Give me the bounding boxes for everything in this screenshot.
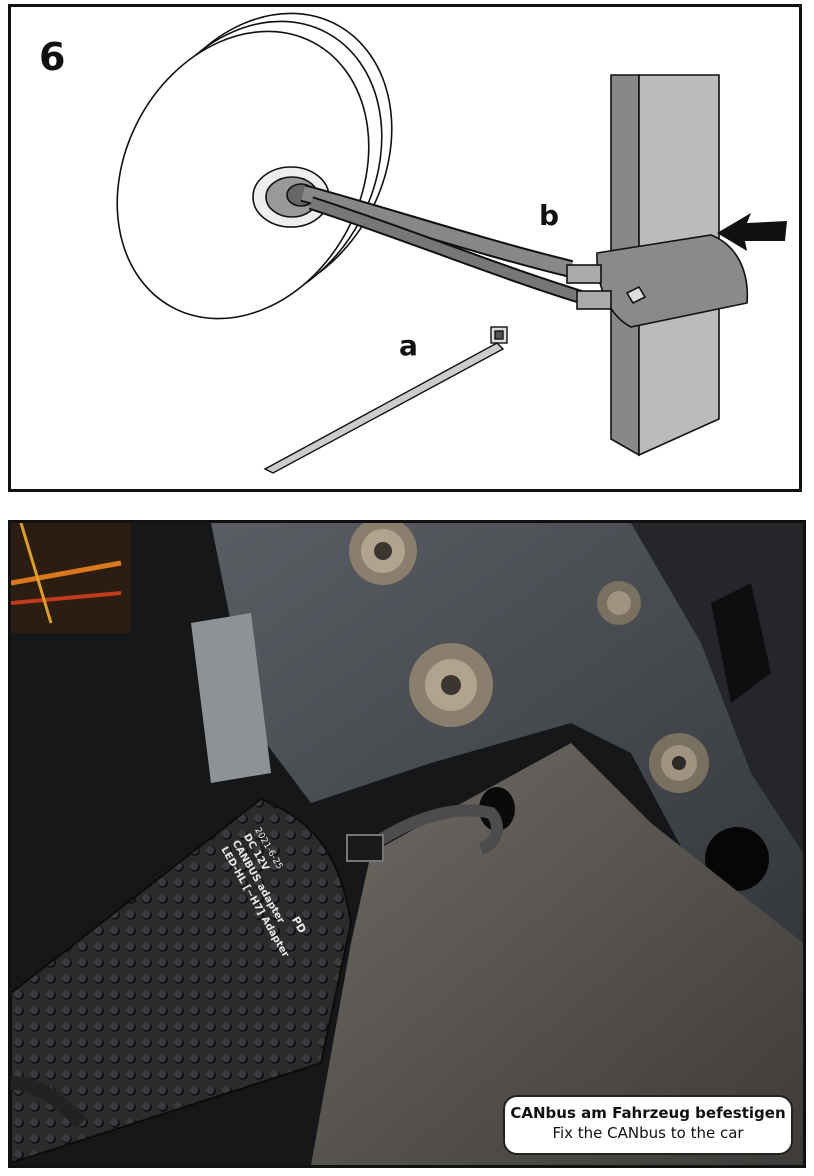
headlamp-housing xyxy=(311,743,803,1165)
arrow-icon xyxy=(717,213,787,251)
bolt-3 xyxy=(597,581,641,625)
step-number: 6 xyxy=(39,35,66,79)
caption-english: Fix the CANbus to the car xyxy=(552,1124,744,1142)
bolt-1 xyxy=(349,523,417,585)
bolt-2 xyxy=(409,643,493,727)
adapter-wire xyxy=(11,1076,86,1128)
installation-photo: LED-HL [~H7] Adapter CANBUS adapter DC 1… xyxy=(11,523,803,1165)
cable-tie xyxy=(346,804,503,862)
photo-panel: LED-HL [~H7] Adapter CANBUS adapter DC 1… xyxy=(8,520,806,1168)
cable-drawing xyxy=(300,184,584,304)
canbus-adapter xyxy=(11,797,353,1165)
label-cable-tie: a xyxy=(399,329,418,362)
canbus-adapter-drawing xyxy=(566,234,749,328)
illustration-panel: 6 a b xyxy=(8,4,802,492)
metal-bracket xyxy=(191,523,803,943)
installation-illustration xyxy=(116,12,787,474)
mounting-hole xyxy=(705,827,769,891)
caption-german: CANbus am Fahrzeug befestigen xyxy=(510,1104,786,1122)
label-cable: b xyxy=(539,199,560,232)
caption-box: CANbus am Fahrzeug befestigen Fix the CA… xyxy=(503,1095,793,1155)
bolt-4 xyxy=(649,733,709,793)
cable-tie-drawing xyxy=(263,326,508,474)
headlamp-cap-drawing xyxy=(116,12,393,320)
